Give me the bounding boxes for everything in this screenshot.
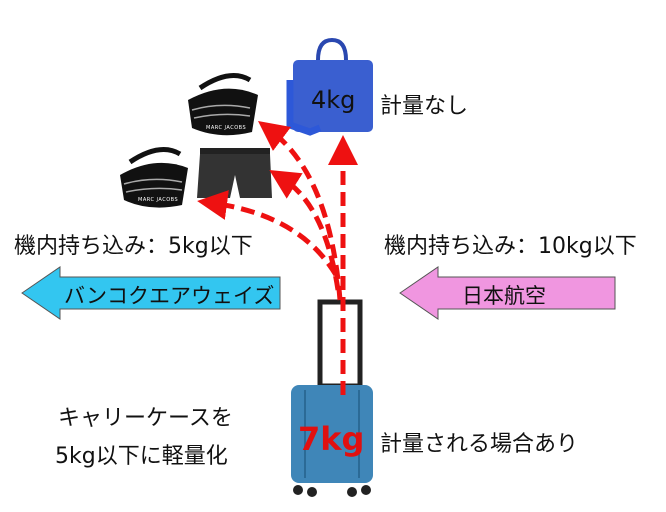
suitcase-note: 計量される場合あり [380,432,579,457]
suitcase-image [291,299,373,497]
left-limit-text: 機内持ち込み：5kg以下 [14,234,253,259]
bag-weight-label: 4kg [311,86,356,114]
suitcase-weight-label: 7kg [298,420,365,458]
right-limit-text: 機内持ち込み：10kg以下 [384,234,637,259]
laptop-bag-image [286,37,373,136]
arrow-to-belt-bag [258,120,343,301]
dashed-arrows [197,120,358,395]
pants-image [197,148,272,198]
arrow-to-pants [269,170,341,291]
brand-text: MARC JACOBS [206,125,246,131]
arrow-to-belt-bag-2 [197,190,339,277]
left-airline-label: バンコクエアウェイズ [64,284,275,308]
advice-line-1: キャリーケースを [58,406,233,431]
left-airline-arrow [21,266,281,320]
belt-bag-image: MARC JACOBS [120,147,188,208]
bag-note: 計量なし [380,94,469,119]
brand-text: MARC JACOBS [138,197,178,203]
right-airline-label: 日本航空 [462,284,546,308]
advice-line-2: 5kg以下に軽量化 [55,444,228,469]
right-airline-arrow [399,266,616,320]
belt-bag-image: MARC JACOBS [188,73,258,136]
